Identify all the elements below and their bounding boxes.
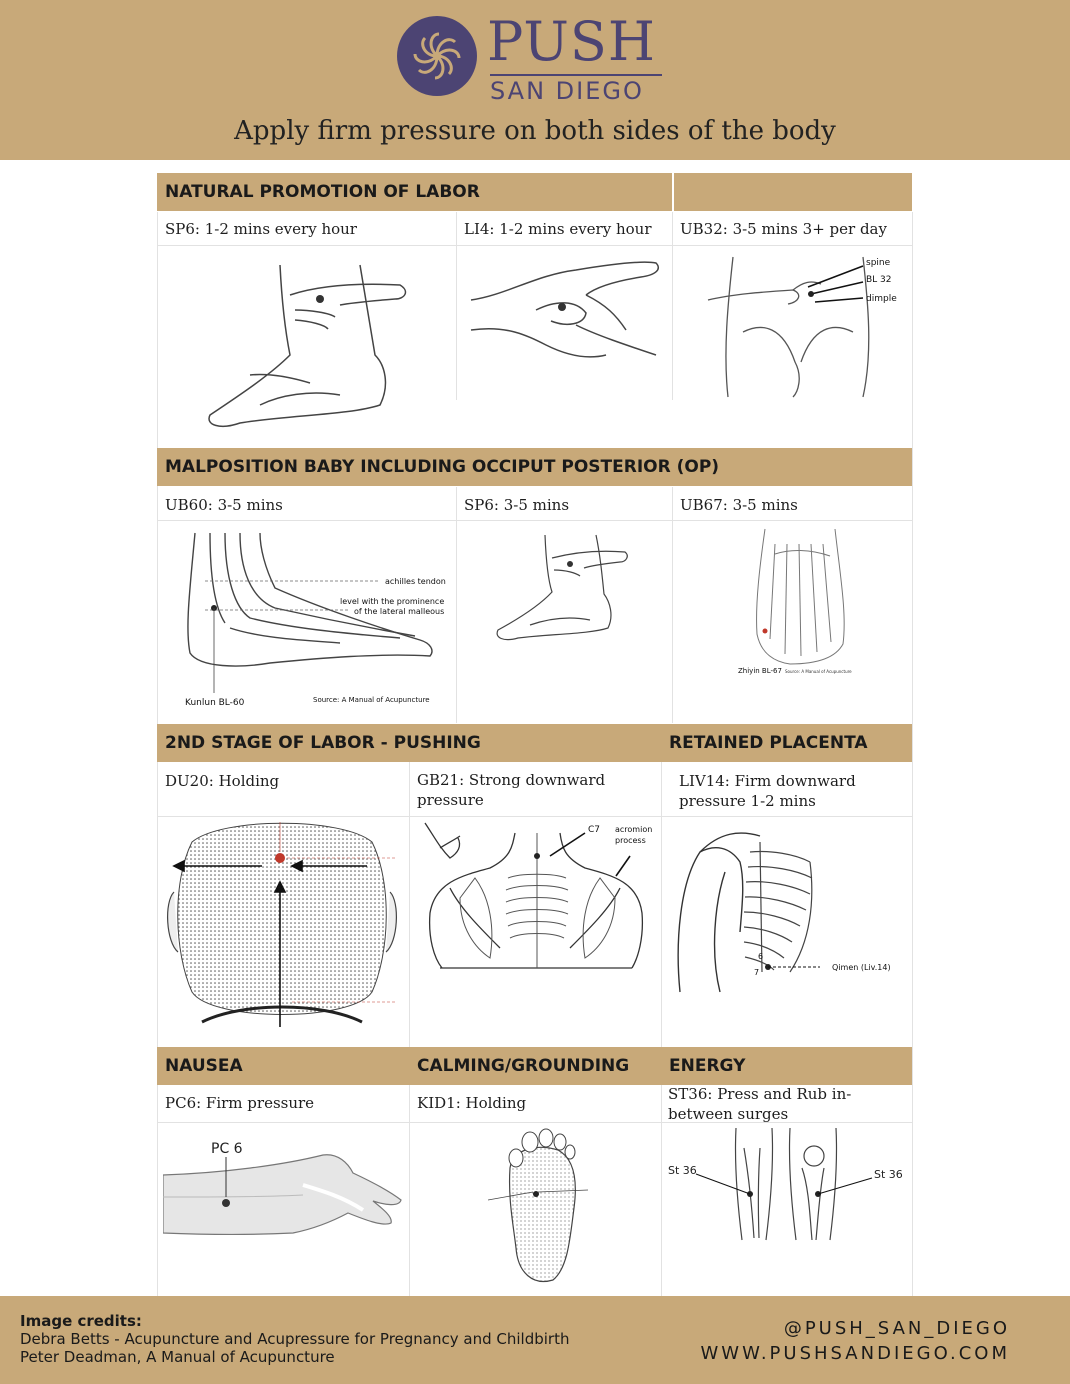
ub60-label-kunlun: Kunlun BL-60 xyxy=(185,698,245,708)
foot-lateral-ub60-illustration: achilles tendon level with the prominenc… xyxy=(185,532,446,708)
grid-line xyxy=(456,212,457,400)
pc6-label: PC 6 xyxy=(211,1141,243,1157)
grid-line xyxy=(157,245,912,246)
label-du20: DU20: Holding xyxy=(165,772,280,790)
grid-line xyxy=(409,762,410,1296)
label-gb21: GB21: Strong downward pressure xyxy=(417,771,606,809)
grid-line xyxy=(456,487,457,723)
ankle-hand-sp6-small-illustration xyxy=(496,534,628,641)
section-header-malposition: MALPOSITION BABY INCLUDING OCCIPUT POSTE… xyxy=(157,448,912,486)
page-subtitle: Apply firm pressure on both sides of the… xyxy=(234,116,836,146)
st36-label-right: St 36 xyxy=(874,1168,903,1181)
label-ub32: UB32: 3-5 mins 3+ per day xyxy=(680,220,887,238)
label-ub67: UB67: 3-5 mins xyxy=(680,496,798,514)
ub60-label-level: level with the prominence xyxy=(340,597,444,606)
section-header-blank xyxy=(674,173,912,211)
foot-top-ub67-illustration: Zhiyin BL-67 Source: A Manual of Acupunc… xyxy=(738,528,852,675)
ribcage-liv14-illustration: 6 7 Qimen (Liv.14) xyxy=(677,832,891,993)
section-header-calming: CALMING/GROUNDING xyxy=(409,1047,661,1085)
footer xyxy=(0,1296,1070,1384)
grid-line xyxy=(661,762,662,1296)
forearm-pc6-illustration: PC 6 xyxy=(163,1141,402,1236)
logo-mark-icon xyxy=(397,16,477,96)
website-link[interactable]: WWW.PUSHSANDIEGO.COM xyxy=(700,1343,1010,1364)
grid-line xyxy=(912,212,913,1296)
ankle-hand-sp6-illustration xyxy=(208,264,407,427)
section-header-retained-placenta: RETAINED PLACENTA xyxy=(661,724,912,762)
grid-line xyxy=(672,212,673,400)
ub67-label-source: Source: A Manual of Acupuncture xyxy=(785,669,852,674)
section-header-nausea: NAUSEA xyxy=(157,1047,409,1085)
logo-location: SAN DIEGO xyxy=(490,74,662,104)
hand-li4-illustration xyxy=(470,261,660,358)
grid-line xyxy=(672,487,673,723)
head-top-du20-illustration xyxy=(167,822,397,1027)
sacrum-ub32-illustration: spine BL 32 dimple xyxy=(707,256,897,398)
label-li4: LI4: 1-2 mins every hour xyxy=(464,220,652,238)
section-header-natural-promotion: NATURAL PROMOTION OF LABOR xyxy=(157,173,672,211)
label-kid1: KID1: Holding xyxy=(417,1094,527,1112)
credit-line: Debra Betts - Acupuncture and Acupressur… xyxy=(20,1330,570,1348)
gb21-label-c7: C7 xyxy=(588,825,600,835)
grid-line xyxy=(157,816,912,817)
section-header-pushing: 2ND STAGE OF LABOR - PUSHING xyxy=(157,724,661,762)
ub60-label-malleous: of the lateral malleous xyxy=(354,607,444,616)
liv14-label-six: 6 xyxy=(758,952,763,961)
label-st36: ST36: Press and Rub in-between surges xyxy=(668,1085,852,1123)
ub32-label-dimple: dimple xyxy=(866,294,897,304)
section-header-energy: ENERGY xyxy=(661,1047,912,1085)
label-ub60: UB60: 3-5 mins xyxy=(165,496,283,514)
grid-line xyxy=(157,1122,912,1123)
ub60-label-achilles: achilles tendon xyxy=(385,577,446,586)
credit-line: Peter Deadman, A Manual of Acupuncture xyxy=(20,1348,335,1366)
ub60-label-source: Source: A Manual of Acupuncture xyxy=(313,696,430,704)
gb21-label-acromion: acromion xyxy=(615,825,652,834)
header xyxy=(0,0,1070,160)
grid-line xyxy=(157,520,912,521)
label-pc6: PC6: Firm pressure xyxy=(165,1094,315,1112)
credits-title: Image credits: xyxy=(20,1312,142,1330)
sole-kid1-illustration xyxy=(488,1128,589,1282)
ub32-label-bl32: BL 32 xyxy=(866,275,892,285)
shoulders-gb21-illustration: C7 acromion process xyxy=(424,822,652,969)
legs-st36-illustration: St 36 St 36 xyxy=(668,1128,903,1241)
label-sp6-malposition: SP6: 3-5 mins xyxy=(464,496,570,514)
label-liv14: LIV14: Firm downward pressure 1-2 mins xyxy=(679,772,856,810)
ub32-label-spine: spine xyxy=(866,258,891,268)
gb21-label-process: process xyxy=(615,836,646,845)
instagram-handle[interactable]: @PUSH_SAN_DIEGO xyxy=(783,1318,1010,1339)
ub67-label-zhiyin: Zhiyin BL-67 xyxy=(738,667,782,675)
liv14-label-qimen: Qimen (Liv.14) xyxy=(832,963,891,972)
label-sp6: SP6: 1-2 mins every hour xyxy=(165,220,357,238)
logo-wordmark: PUSH xyxy=(487,10,656,73)
st36-label-left: St 36 xyxy=(668,1164,697,1177)
liv14-label-seven: 7 xyxy=(754,968,759,977)
